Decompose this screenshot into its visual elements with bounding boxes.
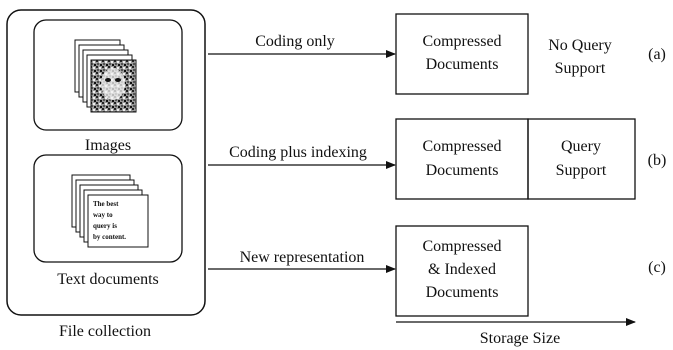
storage-line-a-2: Documents [426,56,499,73]
text-docs-box [33,154,183,263]
arrow-label-new-representation: New representation [240,249,365,266]
image-stack-icon [74,39,137,113]
sample-text-line-4: by content. [93,233,126,241]
storage-line-b-1: Compressed [422,138,501,155]
row-tag-b: (b) [648,152,667,169]
images-label: Images [85,137,131,154]
arrow-label-coding-plus-indexing: Coding plus indexing [229,144,367,161]
query-support-line-a-2: Support [555,60,606,77]
query-support-line-b-1: Query [561,138,601,155]
sample-text-line-1: The best [93,200,119,208]
sample-text-line-3: query is [93,222,117,230]
compressed-documents-box-a [395,13,529,95]
row-tag-c: (c) [648,259,666,276]
query-support-box-b [527,118,636,200]
file-collection-label: File collection [59,323,151,340]
sample-text-line-2: way to [93,211,113,219]
arrow-label-coding-only: Coding only [255,33,335,50]
file-collection-box [6,9,206,316]
storage-line-c-3: Documents [426,284,499,301]
compressed-documents-box-b [395,118,529,200]
storage-line-c-2: & Indexed [428,261,496,278]
text-documents-label: Text documents [57,271,159,288]
query-support-line-b-2: Support [556,162,607,179]
row-tag-a: (a) [648,46,666,63]
storage-line-b-2: Documents [426,162,499,179]
document-stack-icon: The best way to query is by content. [71,174,149,248]
images-box [33,19,183,131]
query-support-line-a-1: No Query [548,37,612,54]
compressed-indexed-box-c [395,225,529,317]
storage-line-a-1: Compressed [422,33,501,50]
storage-line-c-1: Compressed [422,238,501,255]
storage-size-label: Storage Size [480,330,560,347]
